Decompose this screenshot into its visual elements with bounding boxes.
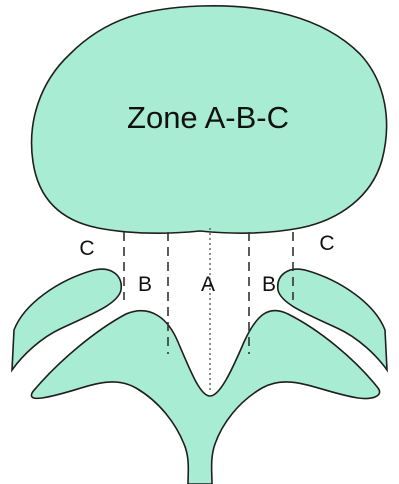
- posterior-arch-shape: [31, 310, 379, 484]
- zone-label-b-right: B: [262, 273, 276, 296]
- zone-label-c-left: C: [79, 237, 94, 260]
- zone-label-a: A: [201, 273, 215, 296]
- zone-label-c-right: C: [319, 232, 334, 255]
- diagram-title: Zone A-B-C: [127, 100, 289, 135]
- zone-label-b-left: B: [138, 273, 152, 296]
